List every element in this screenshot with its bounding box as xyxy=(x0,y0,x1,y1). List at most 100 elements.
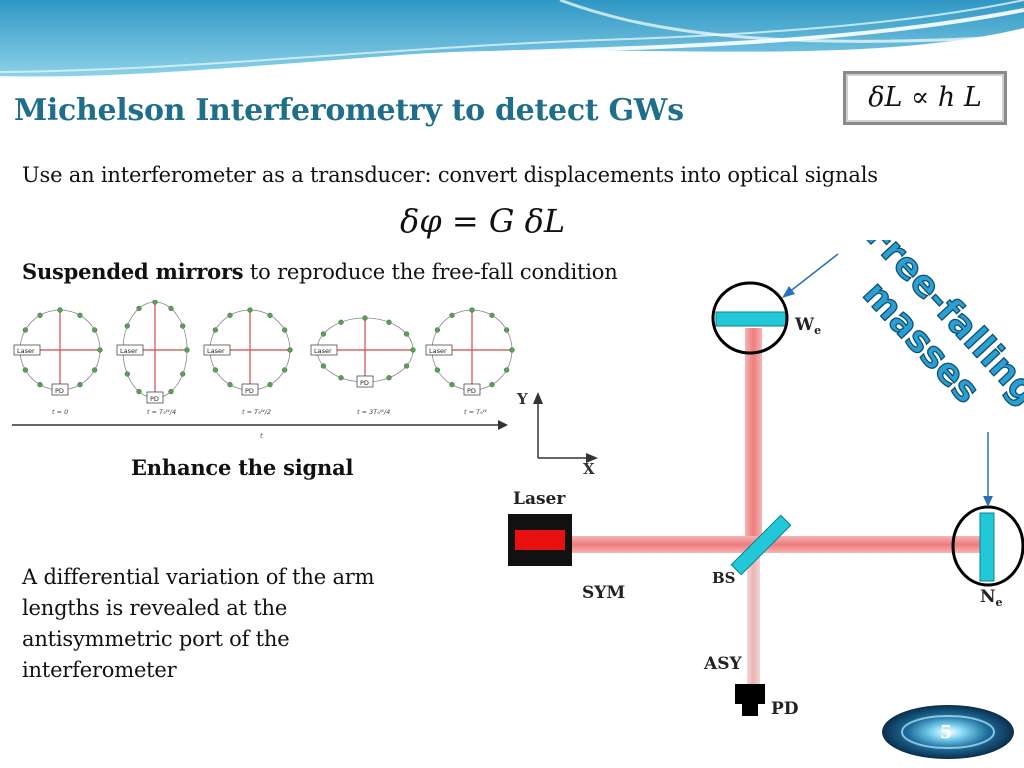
north-pointer-arrow-icon xyxy=(983,496,993,507)
x-axis-label: X xyxy=(583,460,595,478)
test-mass-dot xyxy=(168,388,174,395)
laser-box xyxy=(425,344,453,356)
header-wave-decoration xyxy=(0,0,1024,81)
time-label: t = T₉ᵂ/4 xyxy=(147,408,176,416)
time-label: t = T₉ᵂ xyxy=(464,408,488,416)
test-mass-dot xyxy=(362,315,368,321)
test-mass-dot xyxy=(97,347,103,353)
test-mass-dot xyxy=(22,327,29,333)
pd-box xyxy=(146,391,164,404)
test-mass-dot xyxy=(281,327,288,333)
page-number-badge: 5 xyxy=(882,705,1014,759)
photodetector-body xyxy=(735,684,765,704)
pd-box-label: PD xyxy=(150,395,159,403)
pd-box-label: PD xyxy=(55,387,64,395)
suspended-mirrors-bold: Suspended mirrors xyxy=(22,259,244,284)
pd-box xyxy=(356,375,374,388)
pd-box xyxy=(241,383,259,396)
test-mass-dot xyxy=(227,381,233,388)
swirl-ring xyxy=(901,715,995,749)
pd-box xyxy=(51,383,69,396)
slide-title: Michelson Interferometry to detect GWs xyxy=(14,93,684,128)
free-falling-label: Free-falling masses xyxy=(854,240,1024,413)
test-mass-dot xyxy=(281,367,288,373)
north-arm-beam xyxy=(745,328,762,548)
test-mass-dot xyxy=(386,319,392,325)
test-mass-dot xyxy=(37,312,43,319)
test-mass-dot xyxy=(180,371,186,377)
test-mass-dot xyxy=(509,347,515,353)
laser-box-label: Laser xyxy=(429,347,447,355)
pd-box xyxy=(463,383,481,396)
laser-box xyxy=(203,344,231,356)
test-mass-dot xyxy=(386,375,392,381)
test-mass-dot xyxy=(124,323,130,329)
west-mirror-label: We xyxy=(794,315,821,337)
time-label: t = 3T₉ᵂ/4 xyxy=(357,408,390,416)
test-mass-dot xyxy=(287,347,293,353)
west-pointer-line xyxy=(787,253,839,294)
pd-label: PD xyxy=(771,699,799,719)
formula-box: δL ∝ h L xyxy=(843,71,1007,125)
test-mass-dot xyxy=(212,327,219,333)
test-mass-dot xyxy=(152,300,158,305)
phase-equation: δφ = G δL xyxy=(400,202,566,240)
ne-main: N xyxy=(980,587,996,607)
test-mass-dot xyxy=(320,331,327,337)
we-main: W xyxy=(794,315,815,335)
test-mass-dot xyxy=(403,363,410,369)
laser-box-label: Laser xyxy=(120,347,138,355)
test-mass-dot xyxy=(469,307,475,313)
test-mass-dot xyxy=(77,381,83,388)
laser-box xyxy=(13,344,41,356)
test-mass-dot xyxy=(489,381,495,388)
ne-sub: e xyxy=(996,596,1003,609)
we-sub: e xyxy=(814,324,821,337)
galaxy-swirl-icon xyxy=(882,705,1014,759)
test-mass-dot xyxy=(247,307,253,313)
test-mass-dot xyxy=(489,312,495,319)
laser-label: Laser xyxy=(513,489,566,509)
test-mass-dot xyxy=(184,347,190,353)
test-mass-dot xyxy=(37,381,43,388)
photodetector-base xyxy=(742,702,758,716)
bs-label: BS xyxy=(712,569,736,587)
north-mirror-label: Ne xyxy=(980,587,1003,609)
interferometer-diagram: Y X Laser We Ne BS SYM ASY PD Free-falli… xyxy=(508,240,1024,719)
enhance-signal-text: Enhance the signal xyxy=(131,455,354,480)
time-label: t = T₉ᵂ/2 xyxy=(242,408,271,416)
test-mass-dot xyxy=(77,312,83,319)
north-end-mirror xyxy=(979,512,995,582)
page-number: 5 xyxy=(940,722,953,743)
y-axis-arrow-icon xyxy=(533,392,543,404)
pd-box-label: PD xyxy=(360,379,369,387)
test-mass-dot xyxy=(338,375,344,381)
suspended-mirrors-text: Suspended mirrors to reproduce the free-… xyxy=(22,259,618,284)
sym-label: SYM xyxy=(582,583,625,603)
test-mass-dot xyxy=(449,381,455,388)
west-pointer-arrow-icon xyxy=(782,286,795,298)
test-mass-dot xyxy=(22,367,29,373)
test-mass-dot xyxy=(124,371,130,377)
asy-beam xyxy=(747,553,760,685)
beam-splitter xyxy=(730,514,792,576)
x-axis-arrow-icon xyxy=(586,453,598,463)
west-arm-beam xyxy=(572,536,984,553)
asy-label: ASY xyxy=(703,654,742,674)
test-mass-dot xyxy=(503,367,510,373)
laser-box-label: Laser xyxy=(314,347,332,355)
test-mass-dot xyxy=(403,331,410,337)
test-mass-dot xyxy=(338,319,344,325)
test-mass-dot xyxy=(91,367,98,373)
test-mass-dot xyxy=(410,347,416,353)
intro-text: Use an interferometer as a transducer: c… xyxy=(22,163,878,187)
test-mass-dot xyxy=(91,327,98,333)
test-mass-dot xyxy=(320,363,327,369)
laser-box xyxy=(116,344,144,356)
test-mass-dot xyxy=(503,327,510,333)
